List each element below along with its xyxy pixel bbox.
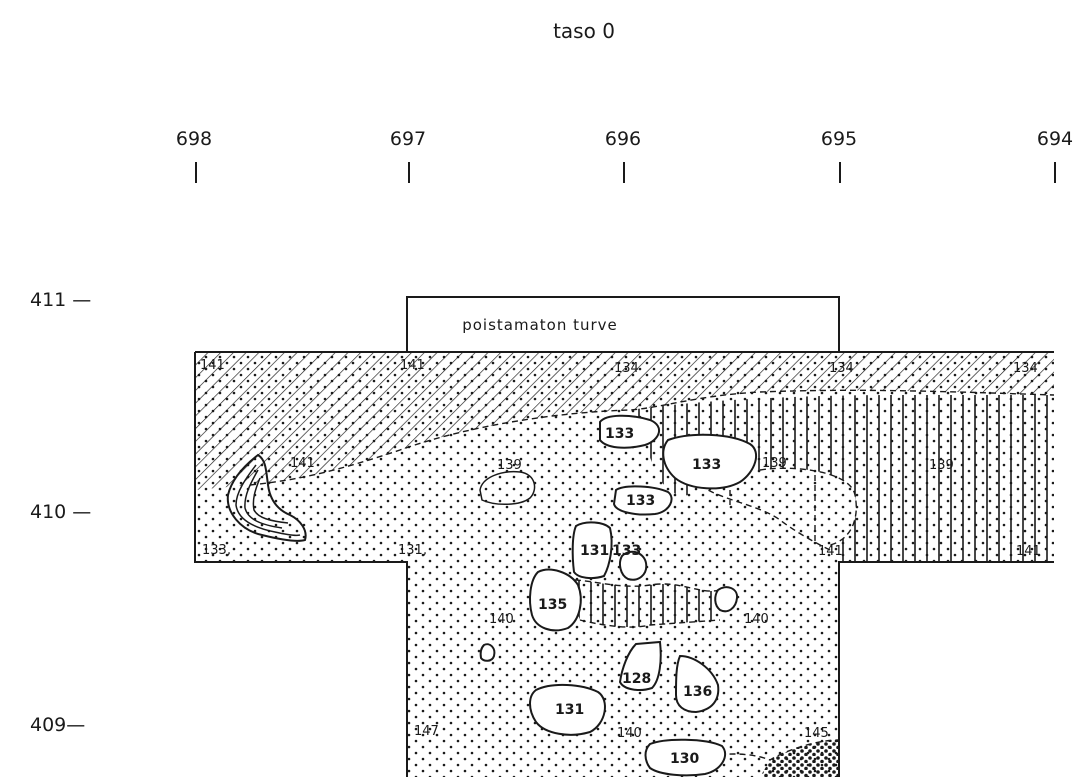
layer-label: 140 (617, 726, 642, 741)
layer-139-area (630, 395, 1054, 562)
peat-layer (195, 352, 1054, 490)
layer-boundary (759, 467, 857, 546)
stone-label: 133 (612, 543, 641, 559)
stone-label: 136 (683, 684, 712, 700)
layer-label: 141 (818, 544, 843, 559)
layer-145-patch (760, 740, 839, 777)
layer-label: 141 (400, 358, 425, 373)
layer-label: 147 (414, 724, 439, 739)
layered-hearth-feature (226, 453, 307, 542)
y-axis: 411 — 410 — 409— (30, 289, 91, 736)
layer-label: 131, (398, 543, 427, 558)
layer-label: 141 (1016, 544, 1041, 559)
layer-boundary (249, 389, 1055, 486)
stone-133 (599, 414, 660, 449)
trench-outline (194, 351, 1054, 777)
layer-label: 141 (290, 456, 315, 471)
layer-boundary (564, 579, 721, 592)
layer-label: 134 (614, 361, 639, 376)
stone-label: 131 (580, 543, 609, 559)
layer-label: 141 (200, 358, 225, 373)
stone-131 (571, 521, 613, 580)
stone-label: 128 (622, 671, 651, 687)
layer-label: 145 (804, 726, 829, 741)
stone-133 (612, 485, 673, 516)
patch-139 (479, 470, 536, 505)
stone-133 (662, 433, 758, 490)
x-axis: 698 697 696 695 694 (176, 128, 1073, 183)
x-tick-label: 695 (821, 128, 857, 150)
stone-130 (644, 738, 727, 777)
stone-label: 133 (692, 457, 721, 473)
layer-boundary (699, 484, 831, 551)
layer-boundary (579, 619, 721, 628)
layer-label: 140 (744, 612, 769, 627)
stone-131 (529, 683, 606, 736)
y-tick-label: 409— (30, 714, 85, 736)
stone-small (479, 643, 496, 662)
x-tick-label: 694 (1037, 128, 1073, 150)
layer-label: 139 (762, 456, 787, 471)
stone-135 (529, 568, 582, 632)
layer-139-area (565, 579, 720, 628)
layer-labels: 141 141 134 134 134 141 139 139 139 133 … (200, 358, 1041, 767)
y-tick-label: 411 — (30, 289, 91, 311)
stone-136 (674, 654, 720, 714)
x-tick-label: 696 (605, 128, 641, 150)
x-tick-label: 698 (176, 128, 212, 150)
y-tick-label: 410 — (30, 501, 91, 523)
layer-label: 139 (929, 458, 954, 473)
stone-128 (618, 640, 662, 691)
stone-label: 130 (670, 751, 699, 767)
stone-label: 131 (555, 702, 584, 718)
stone-label: 135 (538, 597, 567, 613)
stone-label: 133 (605, 426, 634, 442)
layer-label: 140 (489, 612, 514, 627)
layer-label: 134 (1013, 361, 1038, 376)
stone-label: 133 (626, 493, 655, 509)
layer-label: 133, (202, 543, 231, 558)
stone-small (714, 586, 739, 613)
layer-label: 134 (829, 361, 854, 376)
x-tick-label: 697 (390, 128, 426, 150)
layer-label: 139 (497, 458, 522, 473)
stones (479, 414, 758, 777)
plan-title: taso 0 (553, 19, 615, 43)
stone-small (619, 550, 648, 581)
turf-annotation: poistamaton turve (462, 316, 618, 334)
